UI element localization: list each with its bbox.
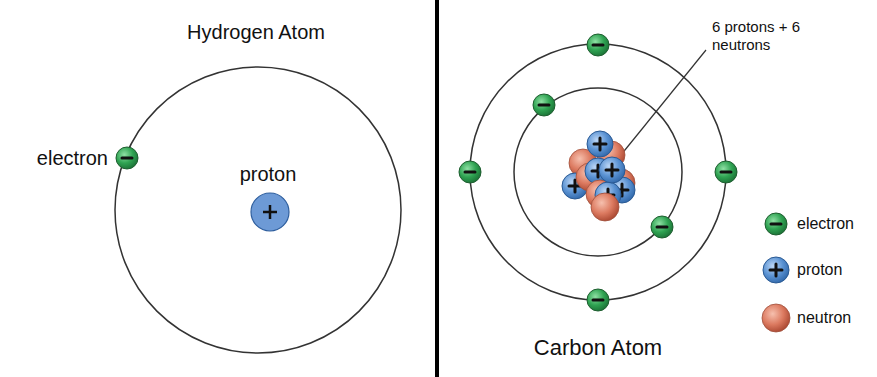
electron-particle [715,161,737,183]
legend-label: neutron [797,308,851,327]
electron-particle [587,34,609,56]
callout-label: 6 protons + 6 neutrons [712,18,804,54]
legend-swatch [762,304,790,332]
orbit [115,67,401,353]
legend-swatch [765,213,787,235]
particle-label: proton [240,162,297,186]
neutron-particle [591,193,619,221]
proton-particle [587,131,613,157]
proton-particle [599,157,625,183]
leader-line [612,50,706,166]
legend-label: proton [797,260,842,279]
atom-title: Hydrogen Atom [187,20,325,44]
legend-label: electron [797,214,854,233]
electron-particle [651,216,673,238]
orbit [514,88,682,256]
legend-swatch [763,257,789,283]
electron-particle [587,289,609,311]
divider-line [435,0,439,377]
proton-particle [251,193,289,231]
electron-particle [533,94,555,116]
particle-label: electron [37,146,108,170]
electron-particle [116,147,138,169]
electron-particle [459,161,481,183]
atom-title: Carbon Atom [534,335,662,361]
plus-sign [269,205,272,219]
orbit [470,44,726,300]
